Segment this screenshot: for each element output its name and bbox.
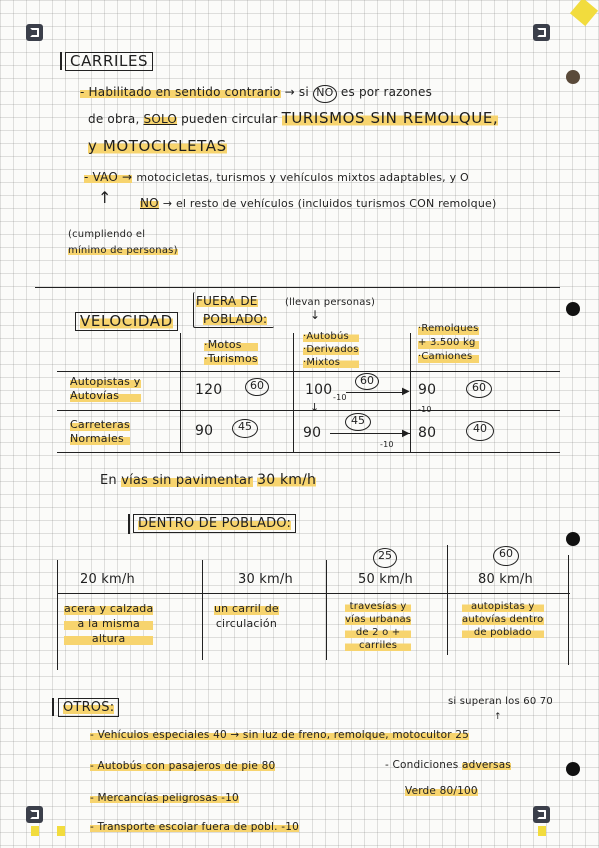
otros-verde: Verde 80/100 <box>405 785 478 797</box>
table-rule <box>57 410 560 412</box>
vao-line: - VAO → motocicletas, turismos y vehícul… <box>84 170 469 184</box>
arrow-right-icon: ▶ <box>402 428 410 439</box>
carriles-title: CARRILES <box>65 52 154 71</box>
row1-c3: 90 <box>418 382 437 398</box>
row2-c2-minus: -10 <box>380 440 394 449</box>
otros-note: si superan los 60 70 <box>448 696 553 707</box>
table-col-rule <box>293 333 295 453</box>
dentro-col4-speed: 80 km/h <box>478 572 533 587</box>
dentro-col3-speed: 50 km/h <box>358 572 413 587</box>
row2-c1-circ: 45 <box>232 419 258 438</box>
down-arrow-icon: ↓ <box>310 308 321 322</box>
dentro-title: DENTRO DE POBLADO: <box>133 514 297 533</box>
row1-c3-minus: -10 <box>418 405 432 414</box>
dentro-col-rule <box>202 560 204 660</box>
col1-header: ·Motos·Turismos <box>204 338 258 366</box>
row1-c2-circ: 60 <box>355 373 379 390</box>
corner-marker-icon <box>533 24 550 41</box>
title-bar <box>128 514 130 534</box>
col3-header: ·Remolques+ 3.500 kg·Camiones <box>418 322 479 364</box>
row2-c2: 90 <box>303 425 322 441</box>
arrow-line <box>346 392 406 394</box>
row2-c3: 80 <box>418 425 437 441</box>
note-line2: mínimo de personas) <box>68 245 178 256</box>
table-rule <box>57 371 560 373</box>
otros-item-3: - Mercancías peligrosas -10 <box>90 792 239 804</box>
down-arrow-icon: ↓ <box>310 401 320 414</box>
dentro-col4-circ: 60 <box>493 546 519 566</box>
arrow-line <box>330 433 410 435</box>
row1-c1: 120 <box>195 382 223 398</box>
up-arrow-icon: ↑ <box>494 712 502 722</box>
otros-title: OTROS: <box>58 698 120 717</box>
carriles-line1: - Habilitado en sentido contrario → si N… <box>80 85 432 103</box>
row2-c2-circ: 45 <box>345 413 371 431</box>
dentro-col3-circ: 25 <box>373 548 397 568</box>
ring-hole-icon <box>566 70 580 84</box>
yellow-mark-icon <box>538 826 546 836</box>
carriles-line2: de obra, SOLO pueden circular TURISMOS S… <box>88 109 499 127</box>
ring-hole-icon <box>566 532 580 546</box>
row1-c1-circ: 60 <box>245 378 269 396</box>
dentro-col-rule <box>57 560 59 670</box>
dentro-col-rule <box>326 560 328 660</box>
row2-c1: 90 <box>195 423 214 439</box>
yellow-mark-icon <box>31 826 39 836</box>
table-rule <box>57 452 560 454</box>
table-col-rule <box>180 333 182 453</box>
dentro-rule <box>57 593 570 595</box>
fuera-box <box>193 292 274 328</box>
row1-c2: 100 <box>305 382 333 398</box>
title-bar <box>60 52 62 70</box>
yellow-mark-icon <box>57 826 65 836</box>
table-col-rule <box>410 333 412 453</box>
dentro-col2-speed: 30 km/h <box>238 572 293 587</box>
otros-condiciones: - Condiciones adversas <box>385 759 512 771</box>
corner-marker-icon <box>26 24 43 41</box>
up-arrow-icon: ↑ <box>98 188 112 207</box>
row1-c3-circ: 60 <box>466 380 492 398</box>
no-line: NO → el resto de vehículos (incluidos tu… <box>140 196 497 210</box>
dentro-col1-speed: 20 km/h <box>80 572 135 587</box>
sin-pavimentar-line: En vías sin pavimentar 30 km/h <box>100 472 317 488</box>
fuera-line2: POBLADO: <box>203 312 268 326</box>
row1-c2-minus: -10 <box>333 393 347 402</box>
otros-item-4: - Transporte escolar fuera de pobl. -10 <box>90 821 299 833</box>
otros-item-1: - Vehículos especiales 40 → sin luz de f… <box>90 729 470 741</box>
carriles-line3: y MOTOCICLETAS <box>88 137 227 155</box>
row2-c3-circ: 40 <box>466 421 494 441</box>
dentro-col-rule <box>447 545 449 655</box>
fuera-line1: FUERA DE <box>196 294 258 308</box>
sticker-icon <box>569 0 599 27</box>
arrow-right-icon: ▶ <box>402 386 410 397</box>
col2-header: ·Autobús·Derivados·Mixtos <box>303 330 359 369</box>
dentro-col-rule <box>568 555 570 665</box>
corner-marker-icon <box>533 806 550 823</box>
ring-hole-icon <box>566 302 580 316</box>
corner-marker-icon <box>26 806 43 823</box>
divider <box>35 287 560 289</box>
note-line1: (cumpliendo el <box>68 229 146 240</box>
velocidad-title: VELOCIDAD <box>75 312 178 331</box>
llevan-label: (llevan personas) <box>285 297 376 308</box>
title-bar <box>52 698 54 716</box>
otros-item-2: - Autobús con pasajeros de pie 80 <box>90 760 276 772</box>
ring-hole-icon <box>566 762 580 776</box>
